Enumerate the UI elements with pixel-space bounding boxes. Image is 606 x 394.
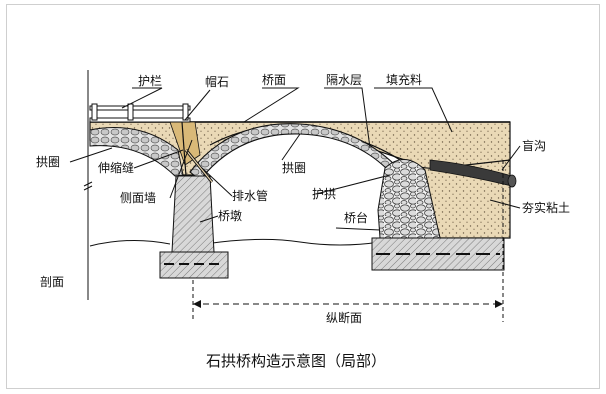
leader-expansion (133, 149, 184, 169)
railing-post-1 (91, 103, 98, 121)
leader-abutment (335, 227, 381, 231)
diagram-caption: 石拱桥构造示意图（局部） (206, 352, 386, 370)
leader-pier (199, 215, 219, 223)
leader-arch-left (69, 147, 113, 163)
leader-arch-protect (315, 174, 391, 195)
railing-post-2 (127, 103, 134, 121)
leader-compacted (489, 199, 521, 209)
label-expansion-joint: 伸缩缝 (98, 160, 134, 175)
dim-arrow-right (495, 300, 503, 308)
label-drain-pipe: 排水管 (232, 188, 268, 203)
leader-fill (374, 87, 453, 133)
label-abutment: 桥台 (344, 210, 368, 225)
label-pier: 桥墩 (218, 209, 242, 223)
leader-waterproof (324, 87, 371, 149)
drain-pipe-inner (185, 149, 213, 183)
ground-line (89, 239, 171, 247)
label-deck: 桥面 (262, 73, 286, 87)
leader-blind-ditch (501, 145, 521, 171)
leader-cap-stone (184, 89, 211, 121)
leader-drain (201, 167, 233, 197)
dim-arrow-left (193, 300, 201, 308)
label-cross-section: 剖面 (40, 275, 64, 289)
label-blind-ditch: 盲沟 (522, 138, 546, 153)
leader-railing (121, 87, 163, 109)
label-arch-ring-left: 拱圈 (36, 155, 60, 169)
label-side-wall: 侧面墙 (120, 191, 156, 205)
railing-base (89, 117, 191, 123)
blind-ditch-end (507, 174, 517, 188)
break-mark (83, 181, 93, 191)
leader-side-wall (169, 139, 193, 199)
label-arch-ring-mid: 拱圈 (282, 161, 306, 175)
railing-top-bar (89, 105, 191, 111)
expansion-joint-line (181, 121, 187, 177)
label-fill-material: 填充料 (386, 72, 422, 87)
label-longitudinal-section: 纵断面 (326, 310, 362, 325)
label-cap-stone: 帽石 (205, 74, 229, 89)
label-arch-protection: 护拱 (312, 187, 336, 201)
label-waterproof-layer: 隔水层 (326, 73, 362, 87)
riverbed-line (204, 238, 381, 246)
leader-arch-mid (281, 133, 301, 161)
label-compacted-clay: 夯实粘土 (522, 200, 570, 215)
label-railing: 护栏 (138, 73, 162, 88)
leader-deck (243, 87, 300, 123)
pier-column (171, 175, 215, 253)
